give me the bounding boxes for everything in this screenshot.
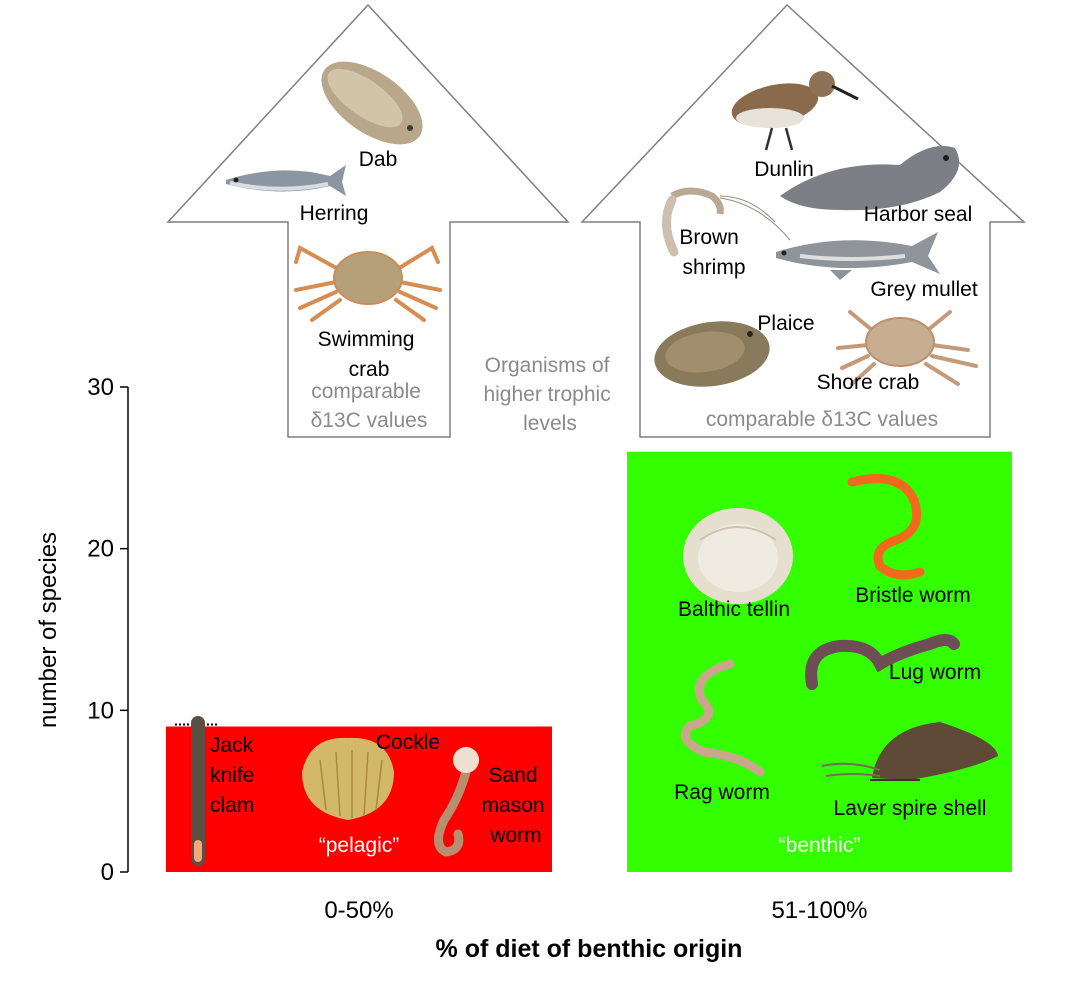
y-axis-title: number of species: [35, 532, 62, 728]
label-dunlin: Dunlin: [754, 158, 814, 181]
y-tick-label: 20: [87, 536, 114, 563]
label-bristle-worm: Bristle worm: [855, 584, 971, 607]
bristle-worm-picture: [847, 474, 925, 580]
label-sand-mason-worm: Sand mason worm: [482, 764, 551, 847]
label-balthic-tellin: Balthic tellin: [678, 598, 790, 621]
plaice-picture: [654, 321, 770, 387]
jack-knife-clam-picture: [191, 716, 205, 866]
label-jack-knife-clam: Jack knife clam: [210, 734, 260, 817]
bar-label-benthic: “benthic”: [779, 834, 861, 857]
shore-crab-picture: [836, 310, 978, 386]
label-plaice: Plaice: [757, 312, 814, 335]
y-tick-label: 30: [87, 374, 114, 401]
grey-mullet-picture: [776, 232, 940, 280]
x-category-label: 0-50%: [324, 897, 393, 924]
dab-picture: [321, 61, 423, 145]
label-laver-spire-shell: Laver spire shell: [834, 797, 987, 820]
y-tick-label: 10: [87, 697, 114, 724]
sand-mason-worm-picture: [434, 747, 479, 857]
label-rag-worm: Rag worm: [674, 781, 770, 804]
y-axis: 0 10 20 30: [87, 374, 129, 886]
label-grey-mullet: Grey mullet: [870, 278, 978, 301]
label-shore-crab: Shore crab: [817, 371, 920, 394]
lug-worm-picture: [805, 634, 960, 690]
label-harbor-seal: Harbor seal: [864, 203, 973, 226]
laver-spire-shell-picture: [821, 722, 998, 781]
label-lug-worm: Lug worm: [889, 661, 981, 684]
right-arrow-note: comparable δ13C values: [706, 408, 938, 431]
cockle-picture: [302, 737, 394, 820]
label-brown-shrimp: Brown shrimp: [679, 226, 745, 279]
label-cockle: Cockle: [376, 731, 440, 754]
center-annotation: Organisms of higher trophic levels: [483, 354, 616, 435]
bar-label-pelagic: “pelagic”: [319, 834, 400, 857]
label-dab: Dab: [359, 148, 398, 171]
harbor-seal-picture: [780, 146, 960, 211]
label-swimming-crab: Swimming crab: [318, 328, 421, 381]
x-category-labels: 0-50% 51-100%: [324, 897, 867, 924]
swimming-crab-picture: [294, 245, 442, 322]
left-trophic-arrow: [166, 3, 570, 438]
left-arrow-note: comparable δ13C values: [311, 380, 428, 432]
y-tick-label: 0: [101, 859, 114, 886]
balthic-tellin-picture: [683, 508, 793, 604]
x-axis-title: % of diet of benthic origin: [436, 935, 743, 963]
herring-picture: [226, 165, 346, 196]
dunlin-picture: [731, 71, 859, 151]
brown-shrimp-picture: [662, 187, 791, 257]
label-herring: Herring: [300, 202, 369, 225]
rag-worm-picture: [680, 659, 765, 777]
x-category-label: 51-100%: [771, 897, 867, 924]
